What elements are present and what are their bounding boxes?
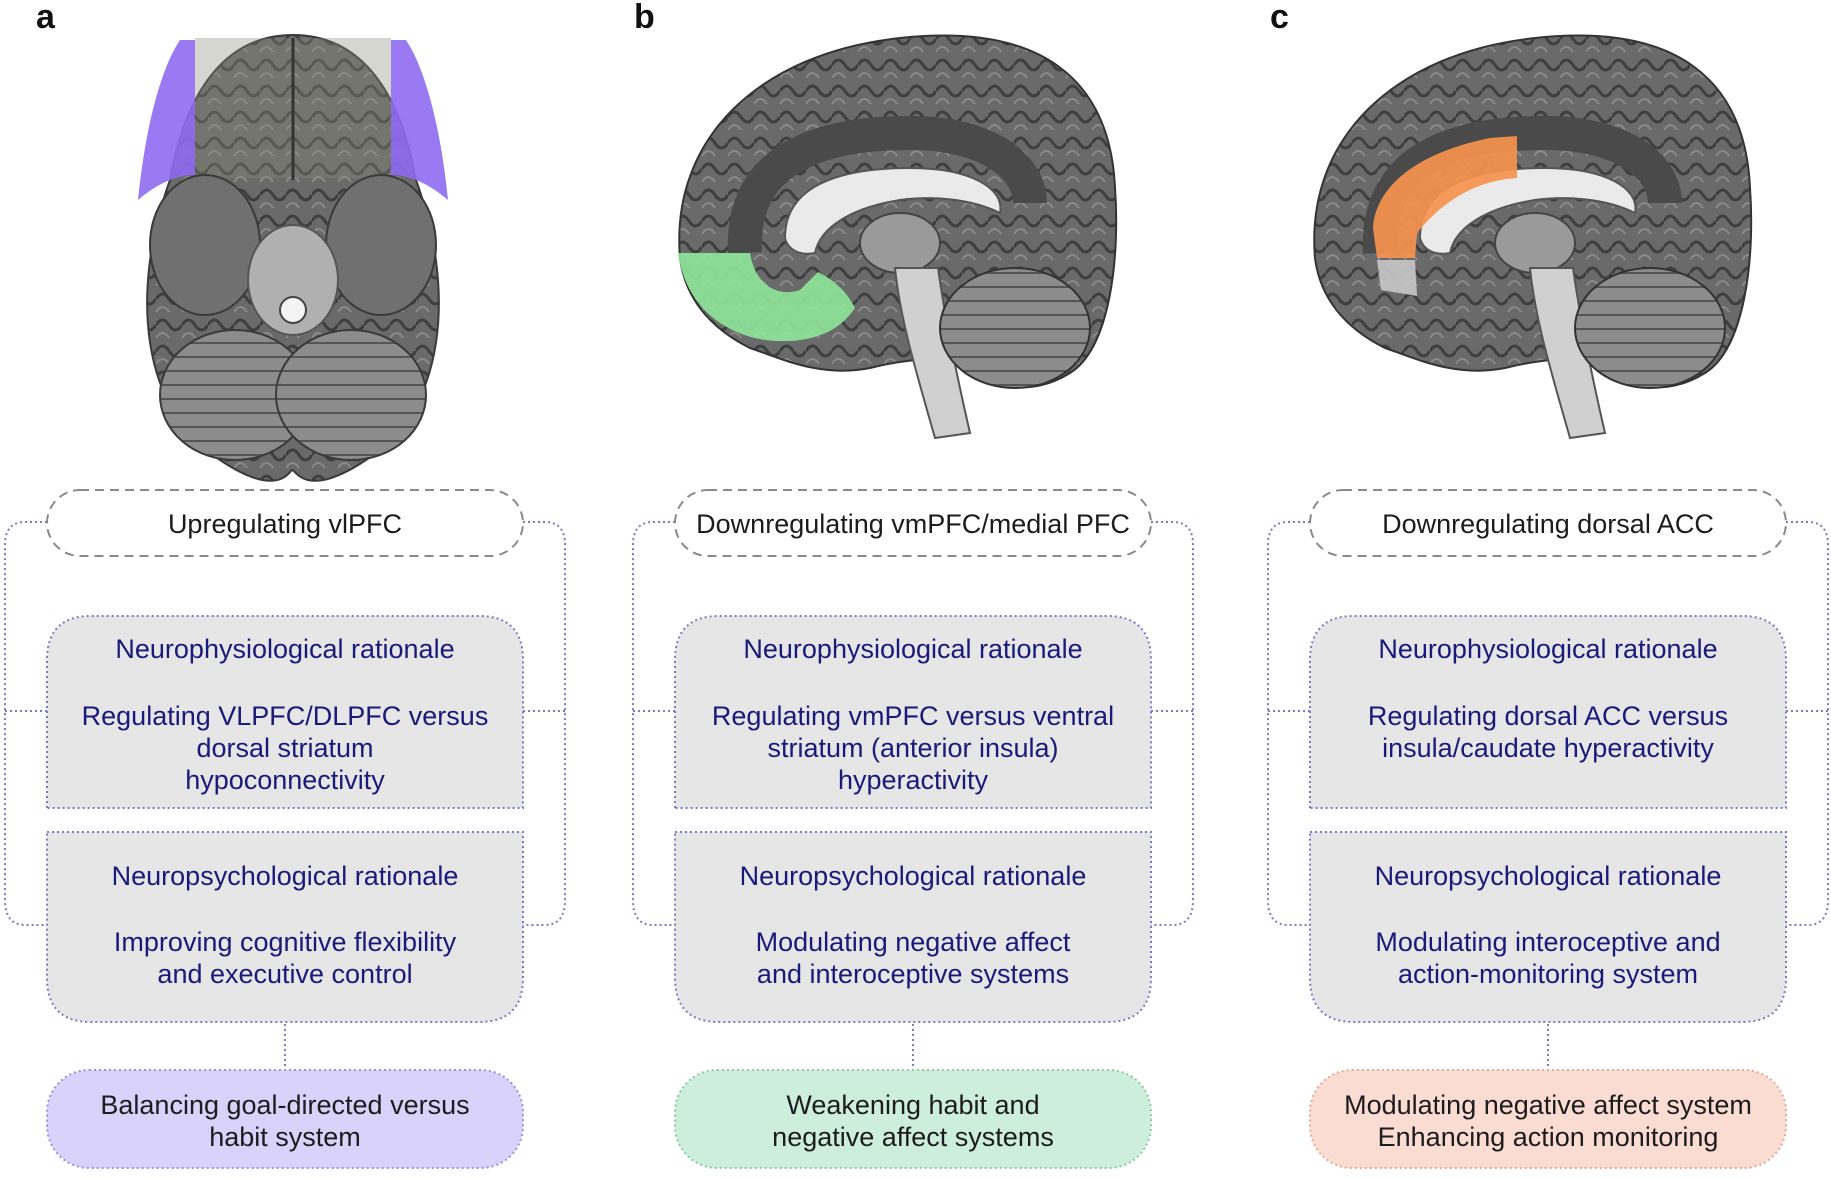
neuropsychological-line: Improving cognitive flexibility [114,927,457,957]
thalamus [1494,212,1576,274]
neurophysiological-line: dorsal striatum [196,733,373,763]
left-bracket-connector [632,521,675,926]
panel-letter: b [634,0,655,36]
outcome-line: habit system [209,1122,361,1152]
left-bracket-connector [4,521,47,926]
outcome-box [46,1069,524,1169]
right-bracket-connector [1151,521,1194,926]
neuropsychological-heading: Neuropsychological rationale [1375,861,1722,891]
neuropsychological-line: Modulating negative affect [756,927,1071,957]
outcome-line: Modulating negative affect system [1344,1090,1752,1120]
neurophysiological-line: hyperactivity [838,765,989,795]
corpus-callosum [783,166,1002,255]
neurophysiological-box [46,615,524,809]
brain-sagittal-view [1313,34,1753,440]
neuropsychological-box [1309,831,1787,1023]
neurophysiological-line: insula/caudate hyperactivity [1382,733,1714,763]
outcome-line: Weakening habit and [786,1090,1039,1120]
outcome-line: Balancing goal-directed versus [100,1090,469,1120]
neuropsychological-line: and interoceptive systems [757,959,1069,989]
right-bracket-connector [1786,521,1829,926]
neuropsychological-heading: Neuropsychological rationale [740,861,1087,891]
title-box [674,489,1152,557]
neurophysiological-line: Regulating vmPFC versus ventral [712,701,1114,731]
neurophysiological-line: hypoconnectivity [185,765,385,795]
dorsal-acc-highlight [1373,136,1517,258]
vlpfc-right-highlight [391,40,448,200]
brain-ventral-view [138,33,448,482]
vmpfc-highlight [678,253,855,342]
brainstem [247,224,339,336]
neuropsychological-line: Modulating interoceptive and [1375,927,1720,957]
right-bracket-connector [523,521,566,926]
outcome-box [1309,1069,1787,1169]
neurophysiological-box [1309,615,1787,809]
neuropsychological-box [46,831,524,1023]
neurophysiological-line: striatum (anterior insula) [767,733,1058,763]
cerebellum [939,267,1091,389]
neurophysiological-line: Regulating VLPFC/DLPFC versus [82,701,489,731]
panel-letter: a [36,0,56,36]
neuropsychological-line: and executive control [157,959,412,989]
neurophysiological-heading: Neurophysiological rationale [743,634,1082,664]
vlpfc-left-highlight [138,40,195,200]
cingulate-gyrus [727,115,1047,254]
neuropsychological-line: action-monitoring system [1398,959,1698,989]
thalamus [859,212,941,274]
neuropsychological-box [674,831,1152,1023]
left-temporal-lobe [149,174,261,316]
neurophysiological-box [674,615,1152,809]
right-temporal-lobe [325,174,437,316]
neurophysiological-line: Regulating dorsal ACC versus [1368,701,1728,731]
outcome-line: negative affect systems [772,1122,1054,1152]
cerebellum [1574,267,1726,389]
medulla [279,296,307,324]
title-box [46,489,524,557]
outcome-box [674,1069,1152,1169]
title-label: Downregulating dorsal ACC [1382,509,1714,539]
brain-sagittal-view [678,34,1118,440]
neuropsychological-heading: Neuropsychological rationale [112,861,459,891]
outcome-line: Enhancing action monitoring [1378,1122,1719,1152]
panel-letter: c [1270,0,1289,36]
title-label: Upregulating vlPFC [168,509,402,539]
pregenual-acc-overlay [1377,260,1417,296]
neurophysiological-heading: Neurophysiological rationale [115,634,454,664]
title-box [1309,489,1787,557]
right-cerebellum [275,329,427,461]
title-label: Downregulating vmPFC/medial PFC [696,509,1130,539]
left-bracket-connector [1267,521,1310,926]
neurophysiological-heading: Neurophysiological rationale [1378,634,1717,664]
